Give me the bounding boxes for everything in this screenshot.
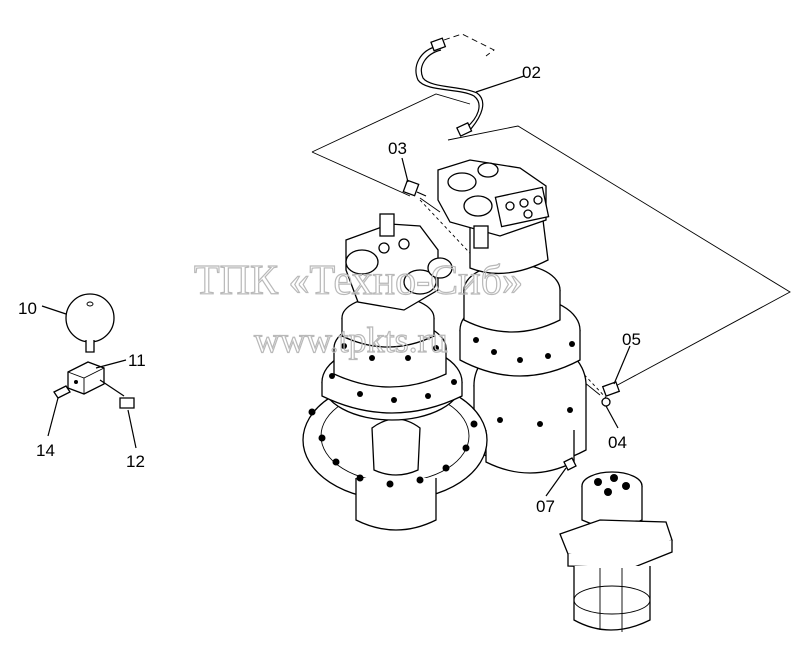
callout-02: 02: [522, 63, 541, 82]
leader-lines: [41, 75, 631, 497]
callout-labels: 02 03 05 04 07 10 11 14 12: [18, 63, 641, 516]
fitting-05-04: [601, 381, 621, 407]
hose-assembly: [415, 33, 495, 137]
swing-motor-left: [302, 213, 488, 531]
accumulator-assembly: [53, 293, 135, 409]
fitting-03: [402, 179, 427, 197]
callout-10: 10: [18, 299, 37, 318]
callout-12: 12: [126, 452, 145, 471]
callout-03: 03: [388, 139, 407, 158]
callout-07: 07: [536, 497, 555, 516]
callout-04: 04: [608, 433, 627, 452]
watermark-line1: ТПК «Техно-Сиб»: [194, 258, 523, 304]
swing-motor-right: [437, 159, 587, 474]
watermark-line2: www.tpkts.ru: [254, 320, 448, 360]
callout-11: 11: [128, 351, 146, 370]
center-joint: [559, 457, 673, 632]
callout-05: 05: [622, 330, 641, 349]
watermark: ТПК «Техно-Сиб» www.tpkts.ru: [193, 257, 523, 360]
callout-14: 14: [36, 441, 55, 460]
